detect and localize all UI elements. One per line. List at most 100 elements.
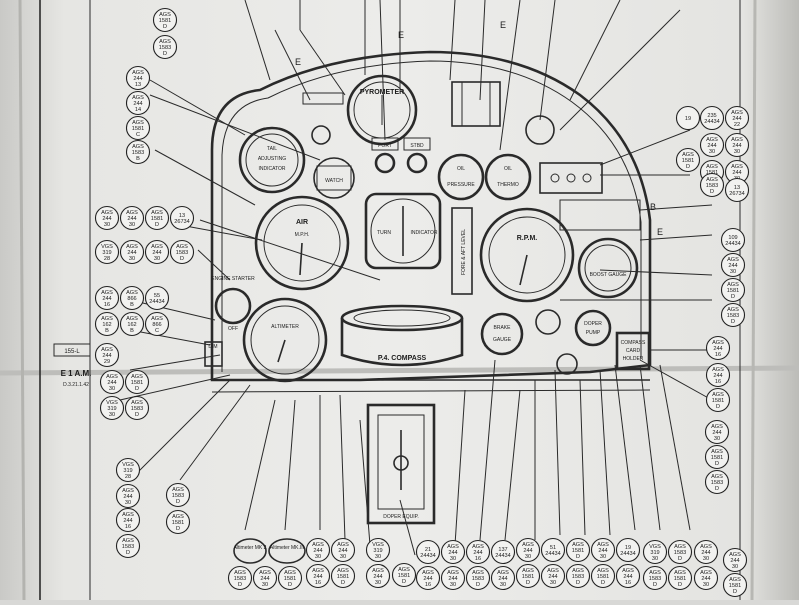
part-tag-text: AGS (472, 544, 484, 550)
part-tag-text: 24434 (149, 299, 165, 305)
part-tag-text: AGS (159, 39, 171, 45)
altimeter-mk3-label: Altimeter MK.III (270, 545, 304, 551)
part-tag-circle (705, 387, 731, 413)
part-tag-circle (125, 139, 151, 165)
part-tag-text: 29 (104, 359, 110, 365)
part-tag-text: 24434 (495, 553, 511, 559)
part-tag-text: AGS (727, 307, 739, 313)
part-tag-text: 30 (129, 222, 135, 228)
port-label: PORT (378, 143, 392, 149)
part-tag-text: D (163, 51, 167, 57)
part-tag-text: 30 (652, 556, 658, 562)
altimeter-label: ALTIMETER (271, 324, 299, 330)
part-tag-text: 1583 (706, 183, 718, 189)
part-tag-circle (94, 205, 120, 231)
part-tag-text: 235 (707, 113, 716, 119)
part-tag-text: 244 (133, 76, 142, 82)
part-tag-text: 244 (498, 576, 507, 582)
oil-pressure-label-2: PRESSURE (447, 182, 475, 188)
part-tag-text: 244 (713, 346, 722, 352)
part-tag-text: 30 (154, 256, 160, 262)
part-tag-text: D (476, 582, 480, 588)
part-tag-text: 244 (730, 558, 739, 564)
part-tag-text: 1581 (727, 288, 739, 294)
part-tag-text: 244 (260, 576, 269, 582)
part-tag-circle (144, 205, 170, 231)
part-tag-text: 1583 (472, 576, 484, 582)
part-tag-circle (540, 537, 566, 563)
part-tag-circle (705, 335, 731, 361)
part-tag-text: 30 (734, 149, 740, 155)
doper-equipment-box: DOPER EQUIP. (366, 403, 436, 525)
part-tag-text: 244 (523, 548, 532, 554)
part-tag-text: 319 (650, 550, 659, 556)
part-tag-circle (675, 105, 701, 131)
air-speed-label-1: AIR (296, 219, 308, 226)
part-tag-text: AGS (132, 70, 144, 76)
oil-thermo-gauge: OIL THERMO (484, 153, 532, 201)
part-tag-text: AGS (172, 487, 184, 493)
part-tag-text: 16 (715, 379, 721, 385)
tail-label-1: TAIL (267, 146, 277, 152)
part-tag-text: AGS (106, 374, 118, 380)
side-label-code: E 1 A.M. (61, 369, 92, 378)
part-tag-text: D (288, 582, 292, 588)
fore-aft-label: FORE & AFT LEVEL (461, 229, 467, 275)
part-tag-text: D (341, 580, 345, 586)
altimeter-mk2-label: Altimeter MK 2 (234, 545, 267, 551)
part-tag-text: 244 (313, 574, 322, 580)
part-tag-text: 244 (623, 574, 632, 580)
part-tag-circle (615, 537, 641, 563)
stbd-label: STBD (410, 143, 424, 149)
part-tag-text: AGS (597, 568, 609, 574)
engine-starter-switch: ENGINE STARTER OFF (211, 276, 255, 332)
part-tag-text: 244 (107, 380, 116, 386)
part-tag-circle (490, 539, 516, 565)
part-tag-circle (152, 34, 178, 60)
part-tag-circle (99, 395, 125, 421)
part-tag-text: AGS (131, 374, 143, 380)
part-tag-circle (94, 342, 120, 368)
dimmer-label: DIM (208, 344, 217, 350)
doper-label-2: PUMP (586, 330, 601, 336)
part-tag-circle (675, 147, 701, 173)
part-tag-circle (165, 482, 191, 508)
part-tag-circle (724, 105, 750, 131)
part-tag-circle (565, 563, 591, 589)
part-tag-text: 1581 (151, 216, 163, 222)
part-tag-text: D (731, 319, 735, 325)
part-tag-text: 1581 (398, 573, 410, 579)
part-tag-text: 1581 (522, 574, 534, 580)
part-tag-text: D (238, 582, 242, 588)
part-tag-text: D (653, 582, 657, 588)
part-tag-circle (699, 132, 725, 158)
part-tag-text: B (130, 328, 134, 334)
part-tag-text: AGS (731, 164, 743, 170)
p4-compass-label: P.4. COMPASS (378, 355, 427, 362)
part-tag-text: 1581 (132, 126, 144, 132)
part-tag-text: 244 (712, 430, 721, 436)
part-tag-text: AGS (126, 290, 138, 296)
part-tag-text: 24434 (725, 241, 741, 247)
part-tag-text: 1581 (712, 398, 724, 404)
part-tag-text: 244 (102, 353, 111, 359)
part-tag-text: 19 (685, 116, 691, 122)
part-tag-circle (724, 132, 750, 158)
